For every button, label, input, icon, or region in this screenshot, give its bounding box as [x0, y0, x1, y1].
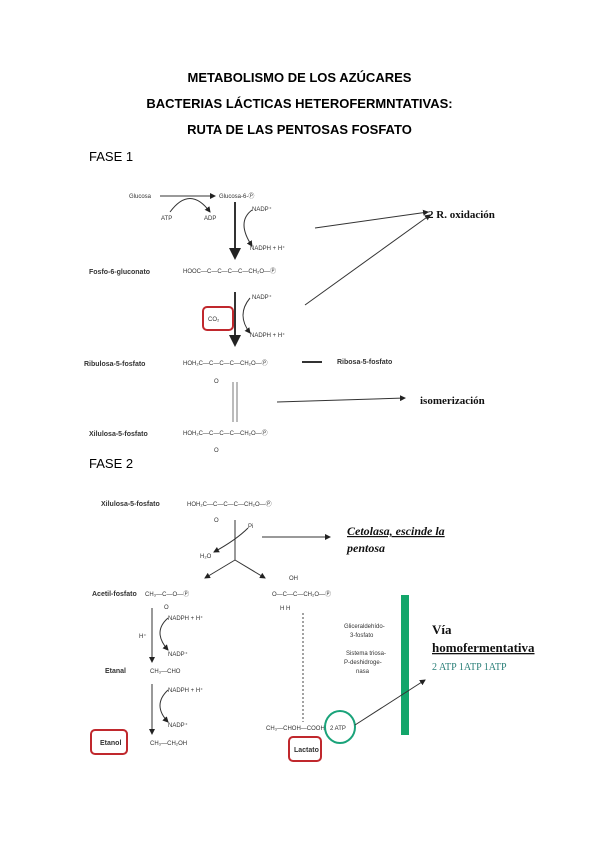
phase-1-label: FASE 1	[89, 149, 134, 164]
xilulosa-label: Xilulosa-5-fosfato	[89, 431, 148, 438]
nadph3-curve	[159, 617, 169, 651]
nadp2-curve	[242, 297, 251, 334]
enzyme-line-1: Gliceraldehído-	[344, 624, 385, 630]
nadph4-curve	[159, 689, 169, 723]
atp-to-via-arrow	[354, 679, 426, 726]
nadp1-curve	[243, 209, 253, 247]
nadph1-text: NADPH + H⁺	[250, 245, 285, 252]
nadph2-text: NADPH + H⁺	[250, 332, 285, 339]
xilulosa2-oxygen: O	[214, 518, 219, 524]
oxidation-arrow-1	[314, 209, 429, 229]
lactato-highlight-box	[288, 736, 322, 762]
xilulosa2-label: Xilulosa-5-fosfato	[101, 501, 160, 508]
via-line-1: Vía	[432, 622, 452, 637]
fosfo-gluconato-label: Fosfo-6-gluconato	[89, 269, 150, 276]
etanol-label: Etanol	[100, 740, 121, 747]
gliceraldehido-h: H H	[280, 606, 290, 612]
adp-text: ADP	[204, 216, 216, 222]
etanol-formula: CH₃—CH₂OH	[150, 741, 187, 747]
nadp2-text: NADP⁺	[252, 294, 272, 301]
pi-text: Pi	[248, 524, 253, 530]
glucosa-text: Glucosa	[129, 194, 152, 200]
nadph4-text: NADPH + H⁺	[168, 687, 203, 694]
atp-text: ATP	[161, 216, 172, 222]
xilulosa-formula: HOH₂C—C—C—C—CH₂O—Ⓟ	[183, 429, 268, 437]
ribulosa-oxygen: O	[214, 379, 219, 385]
title-line-1: METABOLISMO DE LOS AZÚCARES	[187, 70, 412, 85]
gliceraldehido-formula: O—C—C—CH₂O—Ⓟ	[272, 590, 331, 598]
lactato-formula: CH₃—CHOH—COOH	[266, 726, 325, 732]
h-plus-text: H⁺	[139, 633, 147, 640]
oxidation-arrow-2	[304, 214, 431, 306]
split-arrow-left	[204, 559, 236, 579]
atp-adp-curve	[169, 198, 211, 213]
title-line-3: RUTA DE LAS PENTOSAS FOSFATO	[187, 122, 412, 137]
lactato-label: Lactato	[294, 747, 319, 754]
etanal-formula: CH₃—CHO	[150, 669, 181, 675]
oxidacion-text: 2 R. oxidación	[428, 209, 495, 221]
co2-highlight-box	[202, 306, 234, 331]
via-line-2: homofermentativa	[432, 640, 535, 655]
etanal-label: Etanal	[105, 668, 126, 675]
enzyme-line-2: 3-fosfato	[350, 633, 374, 639]
green-pathway-bar	[401, 595, 409, 735]
enzyme-line-4: P-deshidroge-	[344, 660, 382, 666]
fosfo-gluconato-formula: HOOC—C—C—C—C—CH₂O—Ⓟ	[183, 267, 276, 275]
nadph3-text: NADPH + H⁺	[168, 615, 203, 622]
isomerizacion-text: isomerización	[420, 395, 485, 407]
cetolasa-line-1: Cetolasa, escinde la	[347, 524, 445, 538]
nadp4-text: NADP⁺	[168, 722, 188, 729]
acetil-oxygen: O	[164, 605, 169, 611]
xilulosa-oxygen: O	[214, 448, 219, 454]
co2-text: CO₂	[208, 317, 220, 323]
split-arrow-right	[234, 559, 266, 579]
etanol-highlight-box	[90, 729, 128, 755]
pi-curve	[213, 527, 249, 553]
ribulosa-label: Ribulosa-5-fosfato	[84, 361, 145, 368]
gliceraldehido-oh: OH	[289, 576, 298, 582]
title-line-2: BACTERIAS LÁCTICAS HETEROFERMNTATIVAS:	[146, 96, 453, 111]
nadp1-text: NADP⁺	[252, 206, 272, 213]
isomerization-arrow	[276, 395, 406, 403]
ribosa-label: Ribosa-5-fosfato	[337, 359, 392, 366]
glucosa6p-text: Glucosa-6-Ⓟ	[219, 192, 254, 200]
xilulosa2-formula: HOH₂C—C—C—C—CH₂O—Ⓟ	[187, 500, 272, 508]
acetil-formula: CH₃—C—O—Ⓟ	[145, 590, 189, 598]
enzyme-line-5: nasa	[356, 669, 370, 675]
ribulosa-formula: HOH₂C—C—C—C—CH₂O—Ⓟ	[183, 359, 268, 367]
phase-2-label: FASE 2	[89, 456, 134, 471]
via-atp-text: 2 ATP 1ATP 1ATP	[432, 662, 507, 673]
cetolasa-line-2: pentosa	[346, 541, 385, 555]
atp-green-ellipse	[324, 710, 356, 744]
lactato-atp-text: 2 ATP	[330, 726, 346, 732]
h2o-text: H₂O	[200, 554, 212, 560]
enzyme-line-3: Sistema triosa-	[346, 651, 386, 657]
nadp3-text: NADP⁺	[168, 651, 188, 658]
acetil-label: Acetil-fosfato	[92, 591, 137, 598]
